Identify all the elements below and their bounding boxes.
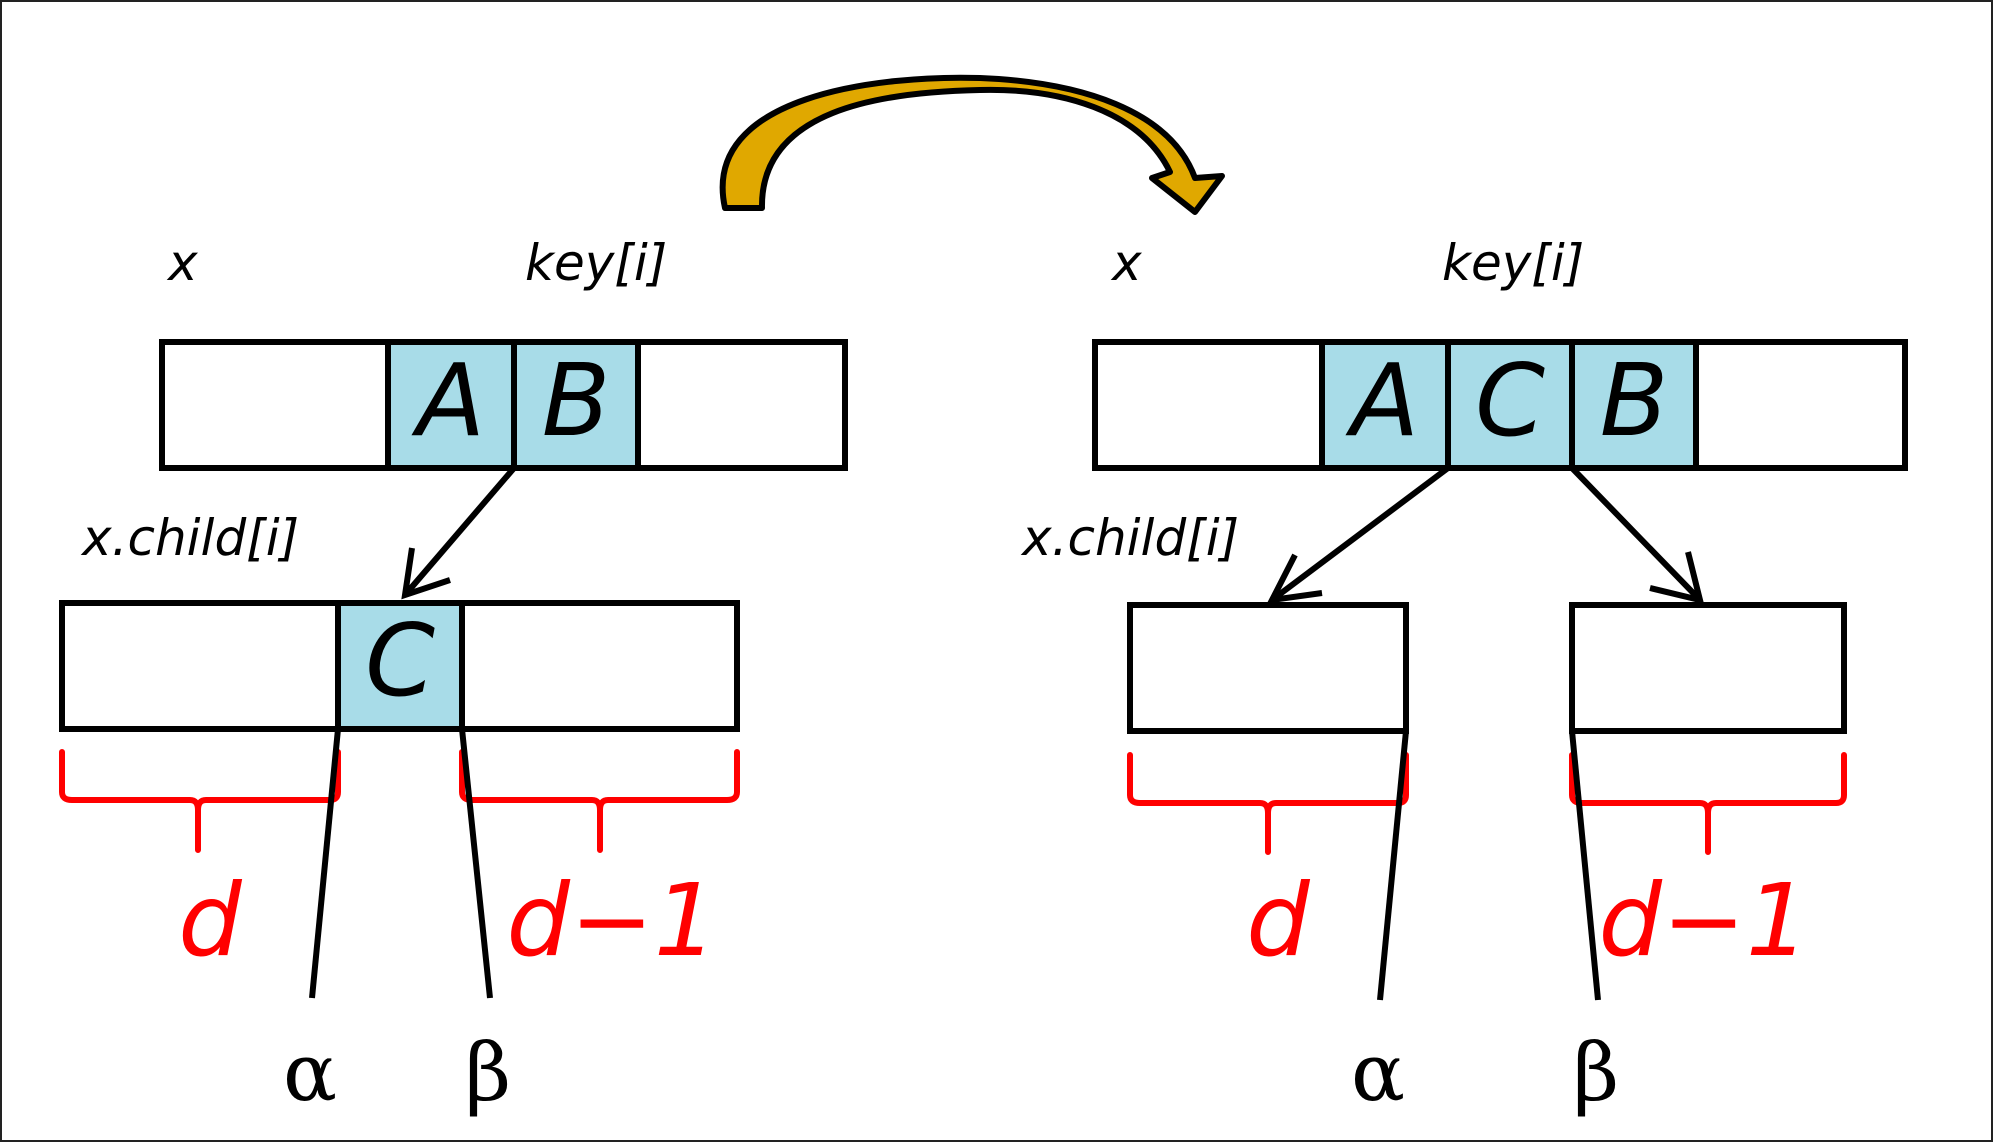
node-label-x: x	[166, 234, 198, 292]
child-node: C	[59, 600, 740, 732]
key-b: B	[542, 342, 611, 459]
right-brace	[1569, 752, 1847, 855]
right-child-pointer	[1569, 465, 1705, 605]
right-brace	[459, 749, 740, 853]
alpha-pointer	[309, 728, 341, 999]
alpha-label: α	[1351, 1026, 1405, 1119]
parent-node: A B	[159, 339, 848, 471]
child-label: x.child[i]	[1020, 509, 1239, 567]
key-cell-b	[1569, 339, 1699, 471]
right-subtree-size: d−1	[507, 862, 718, 979]
before-split: x key[i] A B x.child[i] C d d−1	[59, 234, 848, 1119]
node-label-x: x	[1110, 234, 1142, 292]
transition-arrow	[719, 74, 1225, 215]
key-a: A	[411, 342, 485, 459]
key-c: C	[1475, 342, 1545, 459]
key-cell-c	[335, 600, 465, 732]
beta-pointer	[1569, 730, 1601, 1001]
left-subtree-size: d	[178, 862, 242, 979]
child-pointer	[401, 466, 517, 600]
beta-label: β	[1573, 1026, 1619, 1119]
right-child-node	[1569, 602, 1847, 734]
left-brace	[59, 749, 341, 853]
child-label: x.child[i]	[80, 509, 299, 567]
alpha-pointer	[1377, 730, 1409, 1001]
parent-node: A C B	[1092, 339, 1908, 471]
key-cell-a	[385, 339, 517, 471]
key-cell-a	[1319, 339, 1451, 471]
key-label: key[i]	[525, 234, 667, 292]
key-cell-b	[511, 339, 641, 471]
right-subtree-size: d−1	[1599, 862, 1810, 979]
beta-pointer	[459, 728, 493, 999]
beta-label: β	[465, 1026, 511, 1119]
left-child-node	[1127, 602, 1409, 734]
key-c: C	[365, 602, 435, 719]
key-label: key[i]	[1442, 234, 1584, 292]
left-brace	[1127, 752, 1409, 855]
after-split: x key[i] A C B x.child[i] d d	[1020, 234, 1908, 1119]
alpha-label: α	[283, 1026, 337, 1119]
key-b: B	[1600, 342, 1669, 459]
key-cell-c	[1445, 339, 1575, 471]
left-subtree-size: d	[1246, 862, 1310, 979]
left-child-pointer	[1266, 465, 1450, 604]
key-a: A	[1345, 342, 1419, 459]
